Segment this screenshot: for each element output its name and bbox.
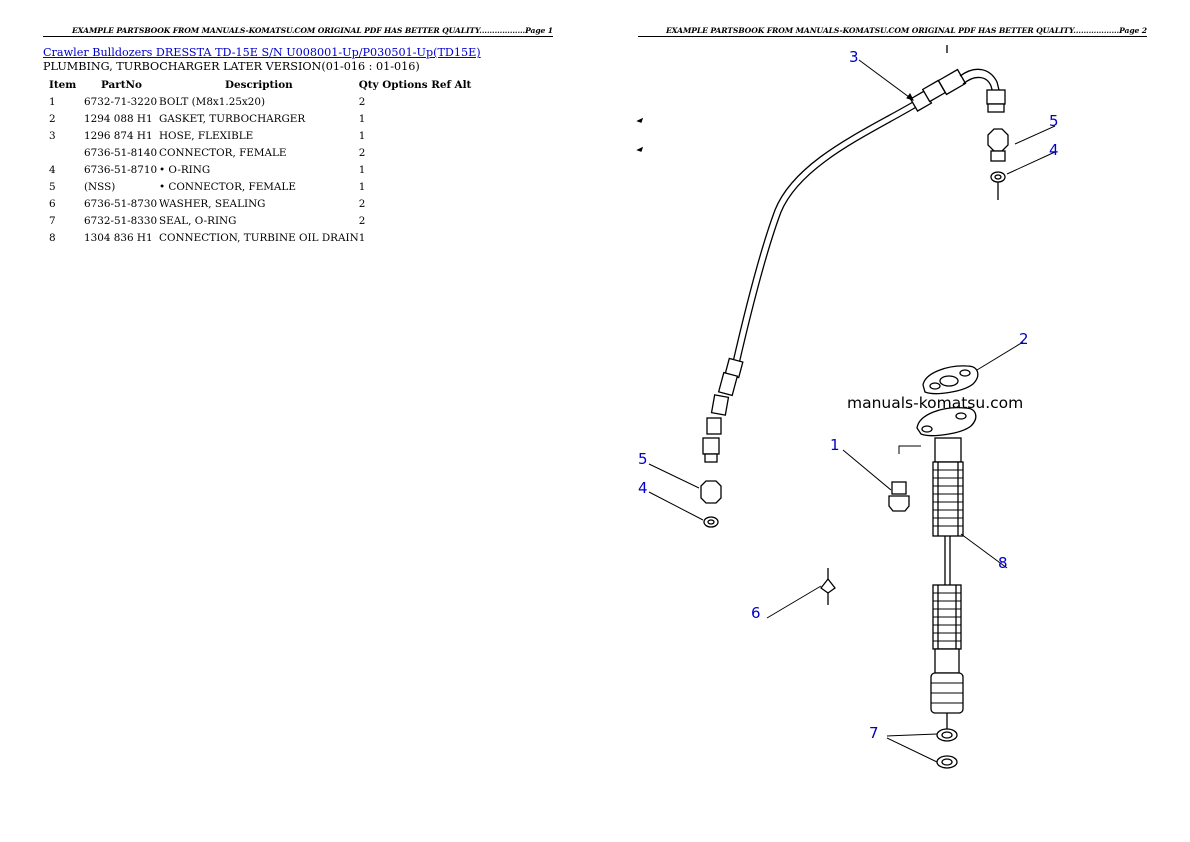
callout-leaders <box>648 59 1056 763</box>
description-cell: HOSE, FLEXIBLE <box>159 129 254 142</box>
partno-cell: 6736-51-8730 <box>84 197 158 210</box>
qty-cell: 1 <box>358 180 366 193</box>
item-cell: 6 <box>49 197 56 210</box>
description-cell: • CONNECTOR, FEMALE <box>159 180 296 193</box>
qty-cell: 2 <box>358 95 366 108</box>
callout-4: 4 <box>1049 141 1059 159</box>
parts-table: Item PartNo Description Qty Options Ref … <box>43 77 471 246</box>
table-header-row: Item PartNo Description Qty Options Ref … <box>43 77 471 93</box>
qty-cell: 1 <box>358 129 366 142</box>
qty-cell: 2 <box>358 146 366 159</box>
table-row: 8 1304 836 H1 CONNECTION, TURBINE OIL DRAI… <box>43 229 471 246</box>
page-header: EXAMPLE PARTSBOOK FROM MANUALS-KOMATSU.C… <box>43 26 553 37</box>
callout-3: 3 <box>849 48 859 66</box>
description-cell: CONNECTION, TURBINE OIL DRAIN <box>159 231 359 244</box>
description-cell: CONNECTOR, FEMALE <box>159 146 287 159</box>
col-item-header: Item <box>49 79 77 91</box>
item-cell <box>43 144 84 161</box>
partno-cell: 6732-71-3220 <box>84 95 158 108</box>
description-cell: BOLT (M8x1.25x20) <box>159 95 266 108</box>
callout-7: 7 <box>869 724 879 742</box>
flexible-hose <box>732 101 919 365</box>
partno-cell: 1304 836 H1 <box>84 231 153 244</box>
description-cell: WASHER, SEALING <box>159 197 266 210</box>
description-cell: • O-RING <box>159 163 211 176</box>
turbocharger-gasket <box>922 365 979 395</box>
watermark: manuals-komatsu.com <box>847 394 1023 412</box>
page-header: EXAMPLE PARTSBOOK FROM MANUALS-KOMATSU.C… <box>638 26 1147 37</box>
item-cell: 7 <box>49 214 56 227</box>
lower-connector-and-oring <box>700 480 722 528</box>
item-cell: 4 <box>49 163 56 176</box>
bolt <box>888 445 921 512</box>
item-cell: 5 <box>49 180 56 193</box>
item-cell: 2 <box>49 112 56 125</box>
description-cell: SEAL, O-RING <box>159 214 237 227</box>
diagram-page: EXAMPLE PARTSBOOK FROM MANUALS-KOMATSU.C… <box>595 0 1190 842</box>
callout-4: 4 <box>638 479 648 497</box>
tick-mark <box>636 117 644 123</box>
partno-cell: 6732-51-8330 <box>84 214 158 227</box>
col-description-header: Description <box>224 79 293 91</box>
table-row: 5 (NSS) • CONNECTOR, FEMALE 1 <box>43 178 471 195</box>
table-row: 2 1294 088 H1 GASKET, TURBOCHARGER 1 <box>43 110 471 127</box>
tick-mark <box>636 146 644 152</box>
item-cell: 1 <box>49 95 56 108</box>
qty-cell: 2 <box>358 214 366 227</box>
lower-hose-fitting <box>702 357 744 463</box>
col-qty-header: Qty Options Ref Alt <box>358 79 472 91</box>
col-partno-header: PartNo <box>101 79 142 91</box>
drain-flange <box>916 407 977 437</box>
turbine-oil-drain-connection <box>930 437 964 730</box>
qty-cell: 1 <box>358 112 366 125</box>
partno-cell: 6736-51-8710 <box>84 163 158 176</box>
partno-cell: 1296 874 H1 <box>84 129 153 142</box>
section-subtitle: PLUMBING, TURBOCHARGER LATER VERSION(01-… <box>43 60 420 73</box>
qty-cell: 1 <box>358 163 366 176</box>
exploded-parts-diagram: 3 5 4 2 1 5 4 8 6 7 manuals-komatsu.com <box>636 45 1059 769</box>
callout-2: 2 <box>1019 330 1029 348</box>
qty-cell: 2 <box>358 197 366 210</box>
partno-cell: 1294 088 H1 <box>84 112 153 125</box>
partno-cell: (NSS) <box>84 180 116 193</box>
o-ring-seals <box>936 728 958 769</box>
description-cell: GASKET, TURBOCHARGER <box>159 112 306 125</box>
callout-1: 1 <box>830 436 840 454</box>
parts-list-page: EXAMPLE PARTSBOOK FROM MANUALS-KOMATSU.C… <box>43 26 553 246</box>
upper-connector-and-oring <box>987 128 1009 200</box>
table-row: 4 6736-51-8710• O-RING 1 <box>43 161 471 178</box>
qty-cell: 1 <box>358 231 366 244</box>
partno-cell: 6736-51-8140 <box>84 146 158 159</box>
callout-5: 5 <box>1049 112 1059 130</box>
item-cell: 8 <box>49 231 56 244</box>
upper-hose-fitting <box>909 68 1006 113</box>
callout-6: 6 <box>751 604 761 622</box>
item-cell: 3 <box>49 129 56 142</box>
callout-8: 8 <box>998 554 1008 572</box>
model-title-link[interactable]: Crawler Bulldozers DRESSTA TD-15E S/N U0… <box>43 46 481 59</box>
table-row: 3 1296 874 H1 HOSE, FLEXIBLE 1 <box>43 127 471 144</box>
callout-5: 5 <box>638 450 648 468</box>
sealing-washer <box>820 568 836 605</box>
